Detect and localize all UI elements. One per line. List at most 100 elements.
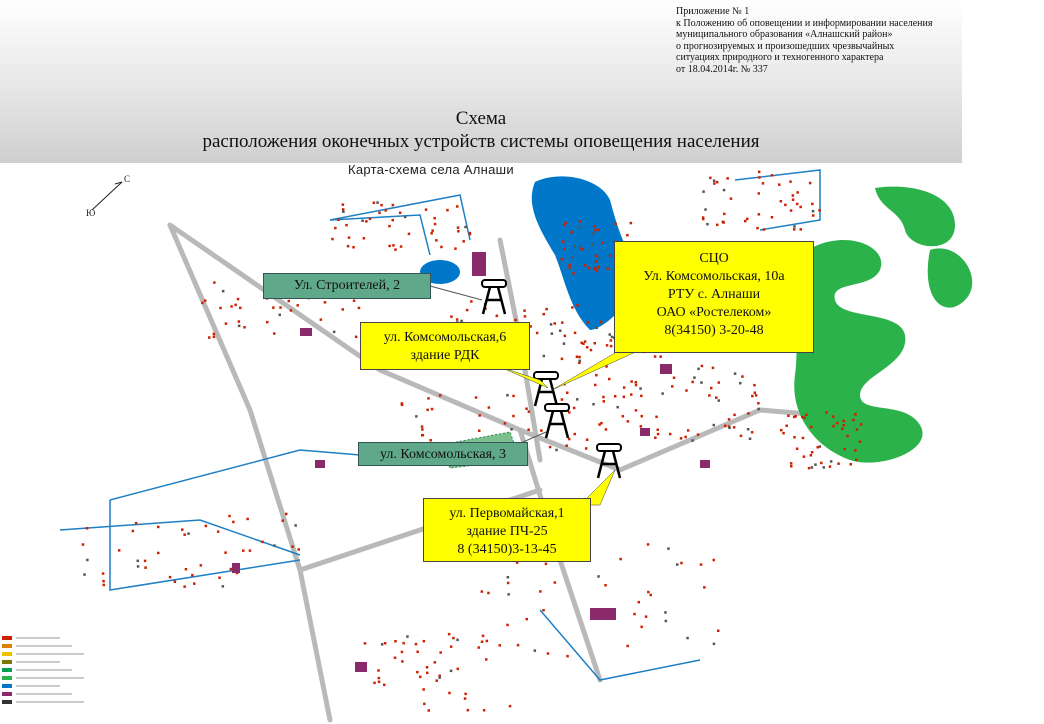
house-marker xyxy=(843,447,846,451)
house-marker xyxy=(616,405,619,409)
house-marker xyxy=(854,449,857,452)
house-marker xyxy=(297,548,300,551)
house-marker xyxy=(481,634,485,638)
forest-areas xyxy=(794,186,973,463)
house-marker xyxy=(230,305,233,308)
house-marker xyxy=(495,314,499,318)
house-marker xyxy=(224,551,227,554)
house-marker xyxy=(785,424,788,427)
house-marker xyxy=(204,524,208,528)
house-marker xyxy=(555,448,558,452)
house-marker xyxy=(602,400,605,403)
house-marker xyxy=(793,415,796,419)
house-marker xyxy=(818,445,822,448)
house-marker xyxy=(626,420,630,423)
house-marker xyxy=(780,428,783,432)
house-marker xyxy=(746,217,749,221)
house-marker xyxy=(578,220,582,223)
house-marker xyxy=(433,661,437,664)
sirens-layer xyxy=(481,279,622,479)
house-marker xyxy=(391,218,394,222)
house-marker xyxy=(700,381,703,384)
forest-2 xyxy=(794,239,923,463)
house-marker xyxy=(584,264,587,267)
house-marker xyxy=(604,428,608,431)
house-marker xyxy=(546,652,550,655)
house-marker xyxy=(540,429,543,432)
house-marker xyxy=(430,407,434,411)
house-marker xyxy=(218,576,221,579)
house-marker xyxy=(400,402,404,405)
house-marker xyxy=(199,564,203,567)
house-marker xyxy=(814,463,817,466)
house-marker xyxy=(565,444,568,447)
house-marker xyxy=(578,355,581,359)
compass-north-label: С xyxy=(124,174,130,184)
house-marker xyxy=(373,681,376,685)
house-marker xyxy=(168,575,172,579)
house-marker xyxy=(659,355,662,358)
road-west xyxy=(167,222,333,723)
house-marker xyxy=(816,446,819,449)
pond-main xyxy=(531,176,640,330)
house-marker xyxy=(597,228,600,232)
utility-lines xyxy=(59,169,821,681)
house-marker xyxy=(562,342,566,345)
house-marker xyxy=(377,676,381,680)
house-marker xyxy=(157,551,160,555)
house-marker xyxy=(622,386,626,389)
house-marker xyxy=(608,377,611,381)
house-marker xyxy=(287,299,290,303)
house-marker xyxy=(470,300,473,303)
house-marker xyxy=(573,331,577,335)
house-marker xyxy=(424,208,428,211)
house-marker xyxy=(572,406,576,410)
house-marker xyxy=(341,203,345,206)
house-marker xyxy=(799,228,802,231)
house-marker xyxy=(702,217,705,221)
house-marker xyxy=(757,192,760,195)
house-marker xyxy=(602,395,605,399)
house-marker xyxy=(448,691,451,695)
house-marker xyxy=(614,222,617,226)
house-marker xyxy=(212,332,216,336)
house-marker xyxy=(560,398,564,401)
house-marker xyxy=(462,240,465,243)
callout-line: ул. Комсомольская, 3 xyxy=(379,447,507,462)
house-marker xyxy=(527,410,531,413)
house-marker xyxy=(799,205,802,209)
house-marker xyxy=(512,414,515,418)
house-marker xyxy=(831,415,835,418)
house-marker xyxy=(639,425,643,428)
house-marker xyxy=(656,428,659,431)
house-marker xyxy=(579,246,582,250)
callout-line: 8 (34150)3-13-45 xyxy=(457,542,557,557)
house-marker xyxy=(478,429,481,432)
house-marker xyxy=(778,183,781,186)
house-marker xyxy=(750,431,754,434)
house-marker xyxy=(568,437,571,441)
house-marker xyxy=(644,615,648,618)
house-marker xyxy=(243,326,246,329)
house-marker xyxy=(553,581,557,584)
house-marker xyxy=(571,256,574,259)
house-marker xyxy=(837,462,840,465)
house-marker xyxy=(456,667,459,671)
house-marker xyxy=(393,656,397,659)
house-marker xyxy=(131,529,135,533)
house-marker xyxy=(507,593,510,596)
house-marker xyxy=(621,415,625,418)
house-marker xyxy=(729,197,733,200)
house-marker xyxy=(613,395,617,398)
house-marker xyxy=(450,315,453,318)
house-marker xyxy=(634,381,638,384)
house-marker xyxy=(791,198,795,201)
house-marker xyxy=(560,257,563,261)
house-marker xyxy=(587,267,591,270)
house-marker xyxy=(456,638,459,642)
house-marker xyxy=(608,254,612,257)
house-marker xyxy=(523,309,526,312)
house-marker xyxy=(583,340,587,343)
annex-line: Приложение № 1 xyxy=(676,6,750,17)
legend-swatches xyxy=(2,636,84,704)
